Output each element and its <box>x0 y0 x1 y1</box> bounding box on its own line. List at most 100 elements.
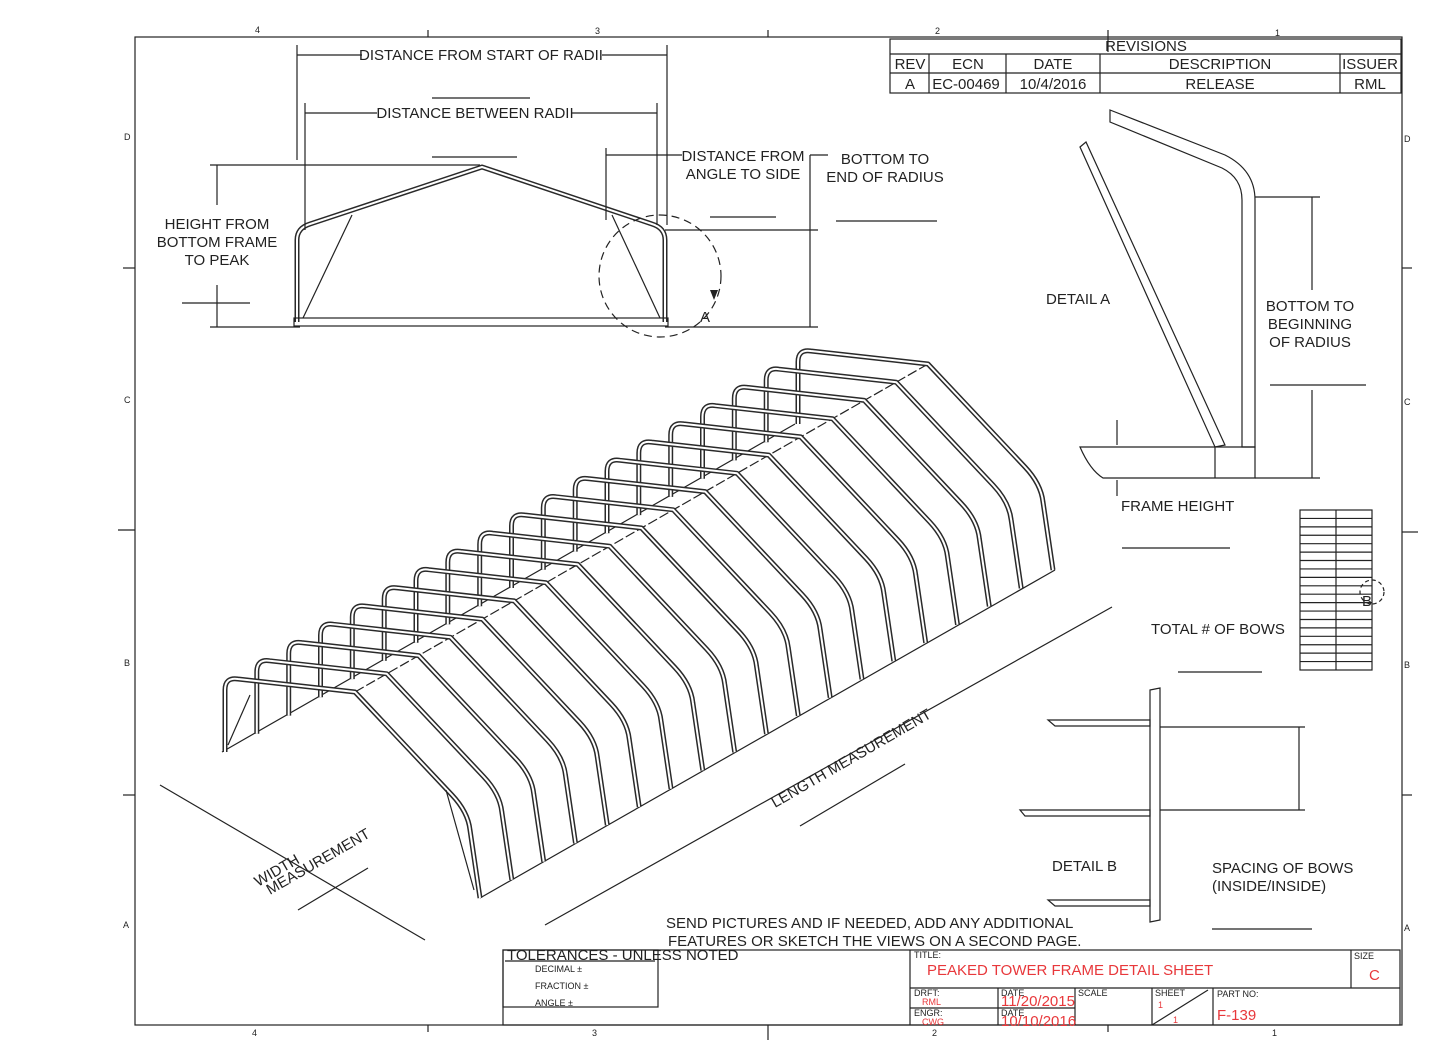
svg-text:DATE: DATE <box>1034 56 1073 73</box>
svg-text:BOTTOM TO: BOTTOM TO <box>841 151 929 168</box>
svg-text:2: 2 <box>932 1028 937 1038</box>
svg-text:(INSIDE/INSIDE): (INSIDE/INSIDE) <box>1212 878 1326 895</box>
svg-text:REV: REV <box>895 56 926 73</box>
svg-text:DETAIL A: DETAIL A <box>1046 291 1110 308</box>
svg-text:C: C <box>1369 967 1380 984</box>
left-brace <box>227 694 251 746</box>
bow-1-highlight <box>224 677 481 899</box>
svg-text:10/4/2016: 10/4/2016 <box>1020 76 1087 93</box>
svg-text:DRFT:: DRFT: <box>914 988 940 998</box>
svg-text:RML: RML <box>1354 76 1386 93</box>
detail-b-view <box>1018 687 1312 930</box>
revisions-table: REVISIONS REV ECN DATE DESCRIPTION ISSUE… <box>889 38 1402 94</box>
svg-text:DESCRIPTION: DESCRIPTION <box>1169 56 1272 73</box>
bow-6-highlight <box>383 586 641 808</box>
svg-text:END OF RADIUS: END OF RADIUS <box>826 169 944 186</box>
svg-text:10/10/2016: 10/10/2016 <box>1001 1013 1076 1030</box>
svg-text:1: 1 <box>1275 28 1280 38</box>
bow-4-highlight <box>319 623 577 844</box>
svg-text:FRAME HEIGHT: FRAME HEIGHT <box>1121 498 1234 515</box>
bow-17-highlight <box>733 386 991 607</box>
svg-text:DETAIL B: DETAIL B <box>1052 858 1117 875</box>
front-elevation-view <box>182 45 937 338</box>
bow-18-highlight <box>765 367 1023 589</box>
svg-text:D: D <box>1404 134 1411 144</box>
detail-a-view <box>1079 109 1366 549</box>
svg-text:DATE: DATE <box>1001 988 1024 998</box>
svg-text:SCALE: SCALE <box>1078 988 1108 998</box>
svg-text:TITLE:: TITLE: <box>914 950 941 960</box>
svg-text:SHEET: SHEET <box>1155 988 1186 998</box>
bow-2-highlight <box>255 659 513 880</box>
svg-text:ENGR:: ENGR: <box>914 1008 943 1018</box>
svg-text:SIZE: SIZE <box>1354 951 1374 961</box>
svg-text:DISTANCE FROM: DISTANCE FROM <box>681 148 804 165</box>
svg-text:RELEASE: RELEASE <box>1185 76 1254 93</box>
svg-text:C: C <box>1404 397 1411 407</box>
bow-7-highlight <box>415 568 672 789</box>
zone-ticks <box>118 30 1418 1040</box>
svg-text:B: B <box>1362 593 1372 610</box>
svg-text:A: A <box>1404 923 1410 933</box>
svg-text:A: A <box>700 309 710 326</box>
bow-15-highlight <box>669 422 927 644</box>
svg-text:1: 1 <box>1173 1015 1178 1025</box>
detail-a-labels: DETAIL A BOTTOM TO BEGINNING OF RADIUS F… <box>1046 291 1354 638</box>
right-brace <box>445 789 475 891</box>
bow-9-highlight <box>478 531 736 753</box>
detail-b-labels: DETAIL B SPACING OF BOWS (INSIDE/INSIDE) <box>1052 858 1353 895</box>
svg-text:DECIMAL ±: DECIMAL ± <box>535 964 582 974</box>
bow-16-highlight <box>701 404 959 625</box>
svg-text:ANGLE TO SIDE: ANGLE TO SIDE <box>686 166 801 183</box>
drawing-title: PEAKED TOWER FRAME DETAIL SHEET <box>927 962 1213 979</box>
svg-text:DISTANCE BETWEEN RADII: DISTANCE BETWEEN RADII <box>376 105 573 122</box>
svg-text:B: B <box>1404 660 1410 670</box>
svg-text:BOTTOM FRAME: BOTTOM FRAME <box>157 234 278 251</box>
svg-text:3: 3 <box>592 1028 597 1038</box>
svg-text:CWG: CWG <box>922 1017 944 1027</box>
svg-text:1: 1 <box>1272 1028 1277 1038</box>
svg-text:DISTANCE FROM START OF RADII: DISTANCE FROM START OF RADII <box>359 47 603 64</box>
svg-text:11/20/2015: 11/20/2015 <box>1001 993 1075 1010</box>
svg-text:C: C <box>124 395 131 405</box>
bow-11-highlight <box>542 495 800 716</box>
svg-text:PART NO:: PART NO: <box>1217 989 1259 999</box>
svg-text:B: B <box>124 658 130 668</box>
left-base-rail <box>221 423 796 753</box>
svg-text:TOLERANCES - UNLESS NOTED: TOLERANCES - UNLESS NOTED <box>507 947 739 964</box>
note-line-1: SEND PICTURES AND IF NEEDED, ADD ANY ADD… <box>666 915 1073 932</box>
bow-5-highlight <box>351 604 609 826</box>
bow-1 <box>222 676 483 899</box>
svg-text:BEGINNING: BEGINNING <box>1268 316 1352 333</box>
title-block: TOLERANCES - UNLESS NOTED DECIMAL ± FRAC… <box>502 947 1401 1030</box>
bow-14-highlight <box>637 440 895 662</box>
bow-12-highlight <box>574 477 832 698</box>
svg-text:D: D <box>124 132 131 142</box>
svg-text:3: 3 <box>595 26 600 36</box>
svg-text:4: 4 <box>252 1028 257 1038</box>
isometric-frame-view <box>221 348 1056 899</box>
svg-text:RML: RML <box>922 997 941 1007</box>
svg-text:A: A <box>905 76 915 93</box>
svg-text:F-139: F-139 <box>1217 1007 1256 1024</box>
svg-text:SPACING OF BOWS: SPACING OF BOWS <box>1212 860 1353 877</box>
svg-text:ECN: ECN <box>952 56 984 73</box>
note-line-2: FEATURES OR SKETCH THE VIEWS ON A SECOND… <box>668 933 1081 950</box>
svg-text:BOTTOM TO: BOTTOM TO <box>1266 298 1354 315</box>
right-base-rail <box>479 569 1056 899</box>
bow-plan-view: B <box>1299 509 1385 671</box>
svg-text:DATE: DATE <box>1001 1008 1024 1018</box>
svg-text:1: 1 <box>1158 1000 1163 1010</box>
svg-text:ANGLE ±: ANGLE ± <box>535 998 573 1008</box>
svg-text:4: 4 <box>255 25 260 35</box>
svg-text:OF RADIUS: OF RADIUS <box>1269 334 1351 351</box>
svg-text:ISSUER: ISSUER <box>1342 56 1398 73</box>
svg-text:EC-00469: EC-00469 <box>932 76 1000 93</box>
front-elevation-labels: DISTANCE FROM START OF RADII DISTANCE BE… <box>157 47 944 326</box>
svg-text:TOTAL # OF BOWS: TOTAL # OF BOWS <box>1151 621 1285 638</box>
bow-10-highlight <box>510 513 768 735</box>
bow-19-highlight <box>797 349 1054 571</box>
svg-text:A: A <box>123 920 129 930</box>
